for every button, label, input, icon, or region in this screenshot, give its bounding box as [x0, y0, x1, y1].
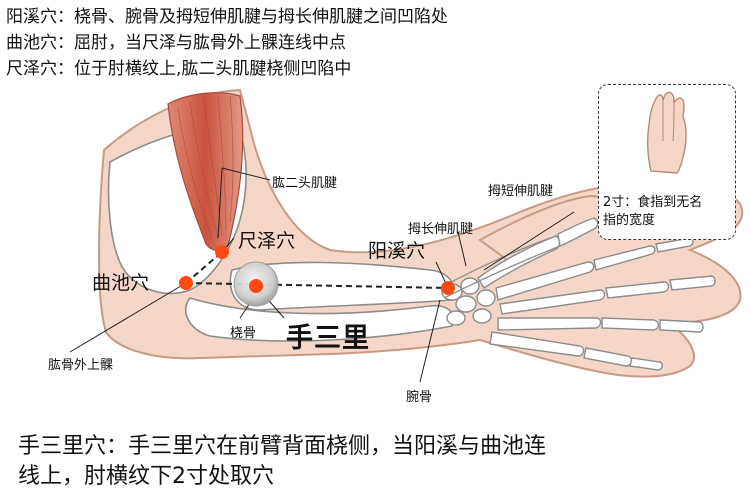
- finger-bones: [489, 237, 716, 371]
- label-extensor-pollicis-brevis: 拇短伸肌腱: [488, 184, 554, 199]
- description-quchi: 曲池穴：屈肘，当尺泽与肱骨外上髁连线中点: [6, 33, 346, 53]
- acupoint-lines: [185, 251, 449, 289]
- label-shousanli: 手三里: [286, 323, 370, 354]
- three-fingers-icon: [646, 91, 687, 174]
- label-carpal: 腕骨: [406, 390, 433, 405]
- label-biceps-tendon: 肱二头肌腱: [272, 176, 338, 191]
- quchi-point: [179, 276, 193, 290]
- thumb-bones: [477, 217, 599, 289]
- yangxi-point: [441, 281, 455, 295]
- caption-line1: 手三里穴：手三里穴在前臂背面桡侧，当阳溪与曲池连: [18, 434, 547, 459]
- description-yangxi: 阳溪穴：桡骨、腕骨及拇短伸肌腱与拇长伸肌腱之间凹陷处: [6, 7, 448, 27]
- label-quchi: 曲池穴: [92, 272, 150, 294]
- shousanli-point: [249, 279, 263, 293]
- biceps-muscle: [167, 92, 244, 251]
- chize-point: [215, 245, 229, 259]
- description-chize: 尺泽穴：位于肘横纹上,肱二头肌腱桡侧凹陷中: [6, 59, 352, 79]
- inset-caption-line1: 2寸：食指到无名: [603, 195, 703, 210]
- inset-caption-line2: 指的宽度: [603, 213, 656, 228]
- ulna-bone: [185, 297, 455, 342]
- caption-line2: 线上，肘横纹下2寸处取穴: [18, 464, 274, 489]
- label-radius: 桡骨: [230, 326, 257, 341]
- label-chize: 尺泽穴: [238, 230, 296, 252]
- label-lateral-epicondyle: 肱骨外上髁: [48, 358, 114, 373]
- label-yangxi: 阳溪穴: [368, 240, 426, 262]
- label-extensor-pollicis-longus: 拇长伸肌腱: [408, 222, 474, 237]
- finger-width-inset: 2寸：食指到无名 指的宽度: [598, 84, 736, 240]
